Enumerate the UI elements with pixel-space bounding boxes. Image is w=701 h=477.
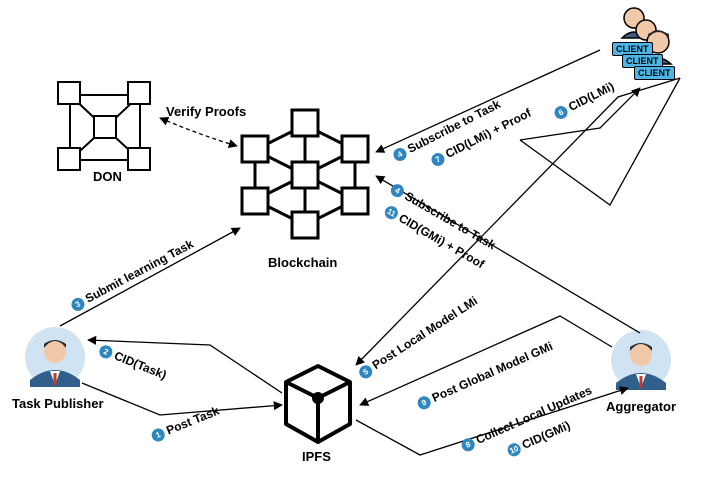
aggregator-label: Aggregator bbox=[606, 399, 677, 414]
arrow-subscribe-1 bbox=[375, 49, 601, 153]
arrow-post-local bbox=[355, 77, 681, 366]
arrows bbox=[59, 49, 681, 456]
client-tag-2: CLIENT bbox=[622, 54, 663, 68]
arrow-cid-lmi-top bbox=[519, 87, 641, 141]
ipfs-icon bbox=[284, 364, 352, 444]
arrow-collect-local bbox=[355, 386, 629, 456]
client-avatars bbox=[620, 7, 673, 65]
don-label: DON bbox=[93, 169, 122, 184]
verify-proofs-label: Verify Proofs bbox=[166, 104, 247, 119]
arrow-post-global bbox=[359, 315, 613, 406]
aggregator-avatar bbox=[611, 330, 671, 390]
arrow-subscribe-2 bbox=[375, 175, 641, 334]
arrow-submit-task bbox=[59, 227, 241, 327]
task-publisher-avatar bbox=[25, 327, 85, 387]
arrow-cid-lmi-proof bbox=[519, 77, 681, 206]
blockchain-label: Blockchain bbox=[268, 255, 338, 270]
arrow-post-task bbox=[81, 382, 283, 416]
arrow-cid-task bbox=[87, 335, 283, 394]
blockchain-icon bbox=[240, 108, 370, 240]
client-tag-3: CLIENT bbox=[634, 66, 675, 80]
arrow-verify-proofs bbox=[159, 117, 238, 149]
don-icon bbox=[57, 81, 151, 171]
ipfs-label: IPFS bbox=[302, 449, 331, 464]
task-publisher-label: Task Publisher bbox=[12, 396, 104, 411]
